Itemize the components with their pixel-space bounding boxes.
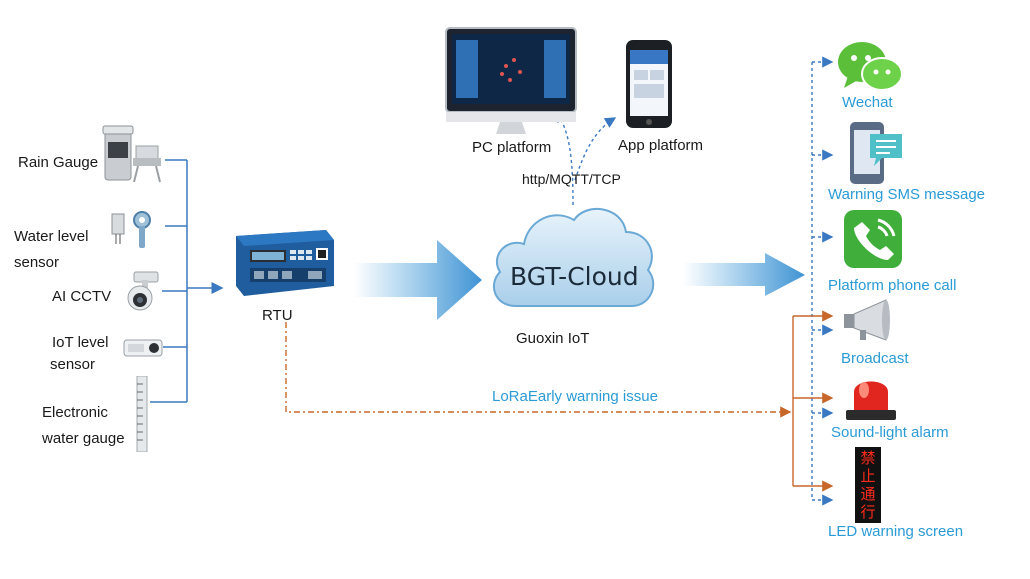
led-char: 行	[860, 503, 876, 521]
electronic-water-gauge-icon	[136, 376, 148, 452]
protocol-label: http/MQTT/TCP	[522, 171, 621, 187]
sound-light-label: Sound-light alarm	[831, 424, 949, 441]
rtu-to-cloud-arrow	[354, 240, 482, 320]
phone-app-icon	[626, 40, 672, 128]
sms-phone-icon	[850, 122, 902, 184]
cloud-icon	[492, 207, 655, 307]
iot-level-sensor-icon	[123, 339, 163, 357]
rtu-label: RTU	[262, 307, 293, 324]
lora-path	[285, 310, 834, 492]
sensor-bus	[150, 159, 224, 403]
led-char: 通	[860, 485, 876, 503]
cloud-name: BGT-Cloud	[510, 262, 639, 291]
iot-level-label-line1: IoT level	[52, 334, 109, 351]
cloud-to-outputs-arrow	[683, 253, 805, 296]
iot-level-label-line2: sensor	[50, 356, 96, 373]
pc-monitor-icon	[445, 27, 577, 134]
lora-prefix: LoRa	[492, 388, 528, 405]
rain-gauge-icon	[102, 125, 161, 183]
led-screen-label: LED warning screen	[828, 523, 964, 540]
electronic-gauge-label-line2: water gauge	[42, 430, 125, 447]
cloud-caption: Guoxin IoT	[516, 330, 590, 347]
lora-text: Early warning issue	[527, 388, 658, 405]
rtu-device-icon	[236, 230, 334, 296]
phone-call-label: Platform phone call	[828, 277, 957, 294]
rain-gauge-label: Rain Gauge	[18, 154, 99, 171]
output-bus	[811, 56, 834, 506]
broadcast-label: Broadcast	[841, 350, 909, 367]
cctv-camera-icon	[127, 271, 159, 311]
broadcast-speaker-icon	[844, 299, 890, 341]
lora-label: LoRaEarly warning issue	[492, 388, 658, 405]
phone-call-icon	[844, 210, 902, 268]
electronic-gauge-label-line1: Electronic	[42, 404, 108, 421]
pc-platform-label: PC platform	[472, 139, 552, 156]
led-screen-icon: 禁 止 通 行	[855, 447, 881, 523]
app-platform-label: App platform	[618, 137, 704, 154]
led-char: 禁	[860, 449, 876, 467]
ai-cctv-label: AI CCTV	[52, 288, 112, 305]
led-char: 止	[860, 467, 876, 485]
water-level-label-line1: Water level	[14, 228, 89, 245]
sms-label: Warning SMS message	[828, 186, 986, 203]
siren-alarm-icon	[846, 381, 896, 420]
water-level-sensor-icon	[111, 211, 151, 248]
wechat-icon	[838, 42, 903, 91]
water-level-label-line2: sensor	[14, 254, 60, 271]
cloud-platform-links	[555, 110, 617, 206]
wechat-label: Wechat	[842, 94, 893, 111]
